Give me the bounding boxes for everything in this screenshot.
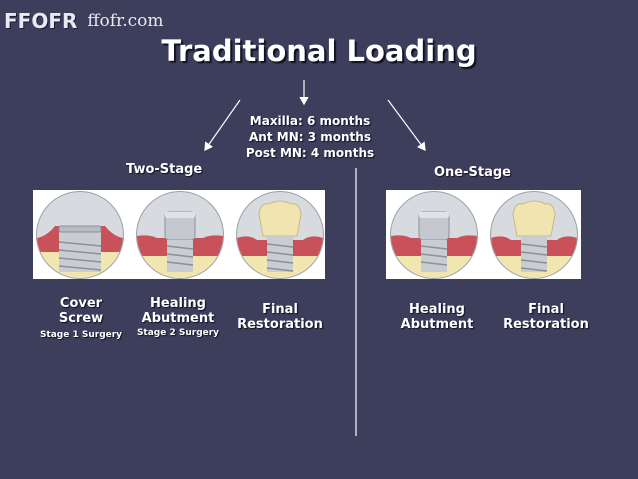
time-post-mn: Post MN: 4 months xyxy=(245,146,375,160)
cover-screw-illustration xyxy=(36,191,124,279)
two-stage-panel xyxy=(33,190,325,279)
label-final-restoration-2: Final Restoration xyxy=(498,302,594,332)
label-line: Healing xyxy=(150,296,206,311)
page-title: Traditional Loading xyxy=(161,34,477,68)
two-stage-heading: Two-Stage xyxy=(126,162,203,177)
logo-text: FFOFR xyxy=(4,9,78,33)
label-line: Final xyxy=(262,302,298,317)
time-ant-mn: Ant MN: 3 months xyxy=(249,130,371,144)
label-healing-abutment-1: Healing Abutment Stage 2 Surgery xyxy=(135,296,221,338)
site-name: ffofr.com xyxy=(87,11,164,31)
stage-2-surgery: Stage 2 Surgery xyxy=(136,328,220,338)
healing-abutment-illustration-2 xyxy=(390,191,478,279)
time-maxilla: Maxilla: 6 months xyxy=(249,114,371,128)
label-healing-abutment-2: Healing Abutment xyxy=(392,302,482,332)
final-restoration-illustration-1 xyxy=(236,191,324,279)
one-stage-heading: One-Stage xyxy=(434,165,511,180)
label-line: Cover xyxy=(59,296,103,311)
label-line: Healing xyxy=(409,302,465,317)
label-line: Restoration xyxy=(503,317,589,332)
label-line: Screw xyxy=(58,311,104,326)
final-restoration-illustration-2 xyxy=(490,191,578,279)
label-cover-screw: Cover Screw Stage 1 Surgery xyxy=(38,296,124,340)
label-line: Abutment xyxy=(141,311,215,326)
label-final-restoration-1: Final Restoration xyxy=(232,302,328,332)
label-line: Restoration xyxy=(237,317,323,332)
brand-logo: FFOFR ffofr.com xyxy=(4,8,164,34)
label-line: Final xyxy=(528,302,564,317)
healing-abutment-illustration-1 xyxy=(136,191,224,279)
stage-1-surgery: Stage 1 Surgery xyxy=(39,330,123,340)
one-stage-panel xyxy=(386,190,581,279)
arrow-right xyxy=(387,99,426,151)
label-line: Abutment xyxy=(400,317,474,332)
arrow-left xyxy=(204,99,241,151)
loading-times: Maxilla: 6 months Ant MN: 3 months Post … xyxy=(230,113,390,161)
